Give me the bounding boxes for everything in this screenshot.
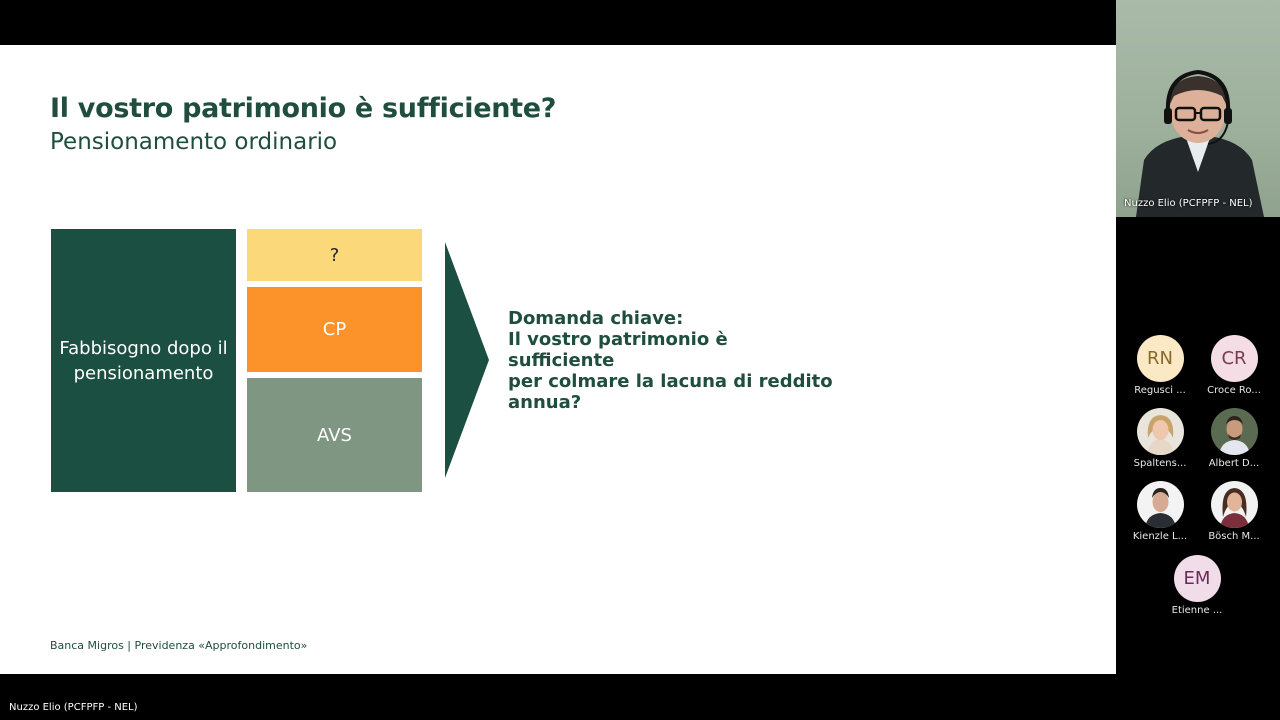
need-after-retirement-block: Fabbisogno dopo il pensionamento — [51, 229, 236, 492]
participant-name: Croce Ro... — [1207, 385, 1261, 396]
key-question-line: annua? — [508, 392, 582, 413]
chevron-arrow-icon — [445, 242, 489, 478]
participant-tile[interactable]: Bösch M... — [1196, 481, 1272, 542]
slide-subtitle: Pensionamento ordinario — [50, 129, 338, 155]
participant-tile[interactable]: Albert D... — [1196, 408, 1272, 469]
participant-name: Spaltens... — [1133, 458, 1187, 469]
avs-block: AVS — [247, 378, 422, 492]
participant-name: Bösch M... — [1208, 531, 1260, 542]
person-photo-icon — [1136, 481, 1184, 528]
person-photo-icon — [1210, 481, 1258, 528]
key-question-line: Domanda chiave: — [508, 308, 684, 329]
avatar — [1136, 481, 1184, 528]
avatar: RN — [1136, 335, 1184, 382]
participant-tile[interactable]: CR Croce Ro... — [1196, 335, 1272, 396]
person-photo-icon — [1210, 408, 1258, 455]
slide-title: Il vostro patrimonio è sufficiente? — [50, 93, 557, 124]
person-photo-icon — [1136, 408, 1184, 455]
cp-block: CP — [247, 287, 422, 372]
presenter-video-tile[interactable]: Nuzzo Elio (PCFPFP - NEL) — [1116, 0, 1280, 217]
participant-name: Kienzle L... — [1132, 531, 1188, 542]
participant-name: Regusci ... — [1134, 385, 1186, 396]
avatar — [1210, 408, 1258, 455]
avatar: CR — [1210, 335, 1258, 382]
participant-tile[interactable]: Spaltens... — [1122, 408, 1198, 469]
avatar: EM — [1173, 555, 1221, 602]
presenter-video-icon — [1136, 69, 1264, 217]
active-speaker-label: Nuzzo Elio (PCFPFP - NEL) — [9, 702, 138, 713]
participant-tile[interactable]: EM Etienne ... — [1159, 555, 1235, 616]
key-question-line: Il vostro patrimonio è sufficiente — [508, 329, 728, 371]
shared-slide: Il vostro patrimonio è sufficiente? Pens… — [0, 45, 1116, 674]
participant-name: Albert D... — [1208, 458, 1260, 469]
participant-tile[interactable]: Kienzle L... — [1122, 481, 1198, 542]
avatar — [1210, 481, 1258, 528]
key-question: Domanda chiave: Il vostro patrimonio è s… — [508, 308, 838, 413]
participant-name: Etienne ... — [1171, 605, 1223, 616]
avatar — [1136, 408, 1184, 455]
slide-footer: Banca Migros | Previdenza «Approfondimen… — [50, 639, 308, 652]
unknown-block: ? — [247, 229, 422, 281]
participant-tile[interactable]: RN Regusci ... — [1122, 335, 1198, 396]
presenter-name-label: Nuzzo Elio (PCFPFP - NEL) — [1124, 198, 1253, 209]
key-question-line: per colmare la lacuna di reddito — [508, 371, 833, 392]
